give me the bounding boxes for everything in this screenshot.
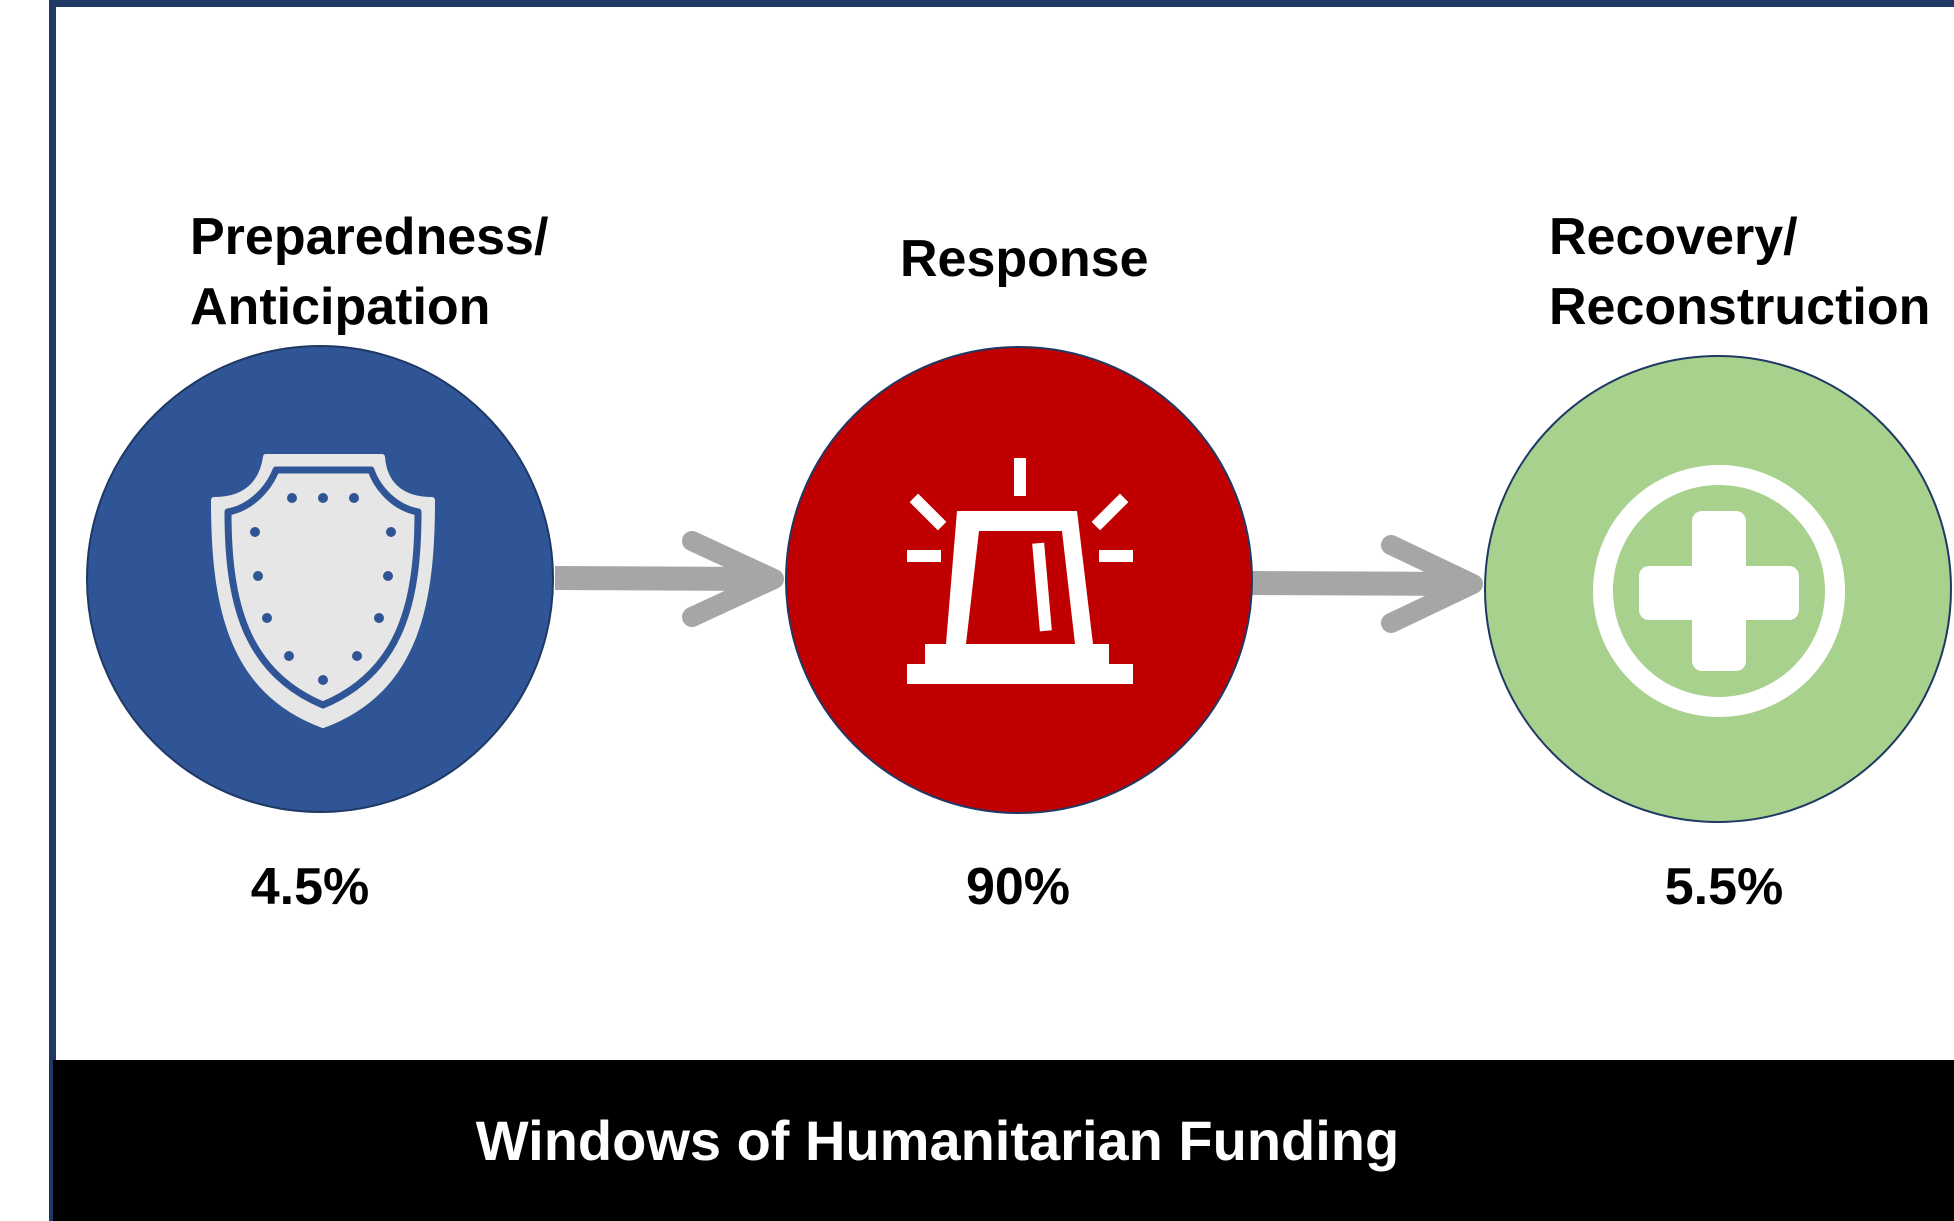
response-value: 90% <box>965 858 1071 916</box>
siren-icon <box>907 458 1133 684</box>
recovery-title-line-2: Reconstruction <box>1549 278 1931 336</box>
preparedness-title-line-1: Preparedness/ <box>190 208 549 266</box>
preparedness-title-line-2: Anticipation <box>190 278 491 336</box>
response-title-line-1: Response <box>900 230 1149 288</box>
footer-bar: Windows of Humanitarian Funding <box>53 1060 1954 1221</box>
footer-background <box>53 1060 1954 1221</box>
medical-cross-icon <box>1593 465 1845 717</box>
recovery-title-line-1: Recovery/ <box>1549 208 1798 266</box>
arrow-response-to-recovery <box>1251 535 1483 633</box>
preparedness-value: 4.5% <box>250 858 370 916</box>
footer-title: Windows of Humanitarian Funding <box>475 1109 1400 1172</box>
frame-top-border <box>50 0 1954 7</box>
response-title: Response <box>900 224 1149 294</box>
arrow-preparedness-to-response <box>554 531 784 627</box>
frame-left-border <box>49 0 56 1221</box>
recovery-title: Recovery/ Reconstruction <box>1549 202 1930 342</box>
recovery-value: 5.5% <box>1664 858 1784 916</box>
response-circle <box>785 346 1253 814</box>
preparedness-title: Preparedness/ Anticipation <box>190 202 548 342</box>
shield-icon <box>211 454 435 728</box>
